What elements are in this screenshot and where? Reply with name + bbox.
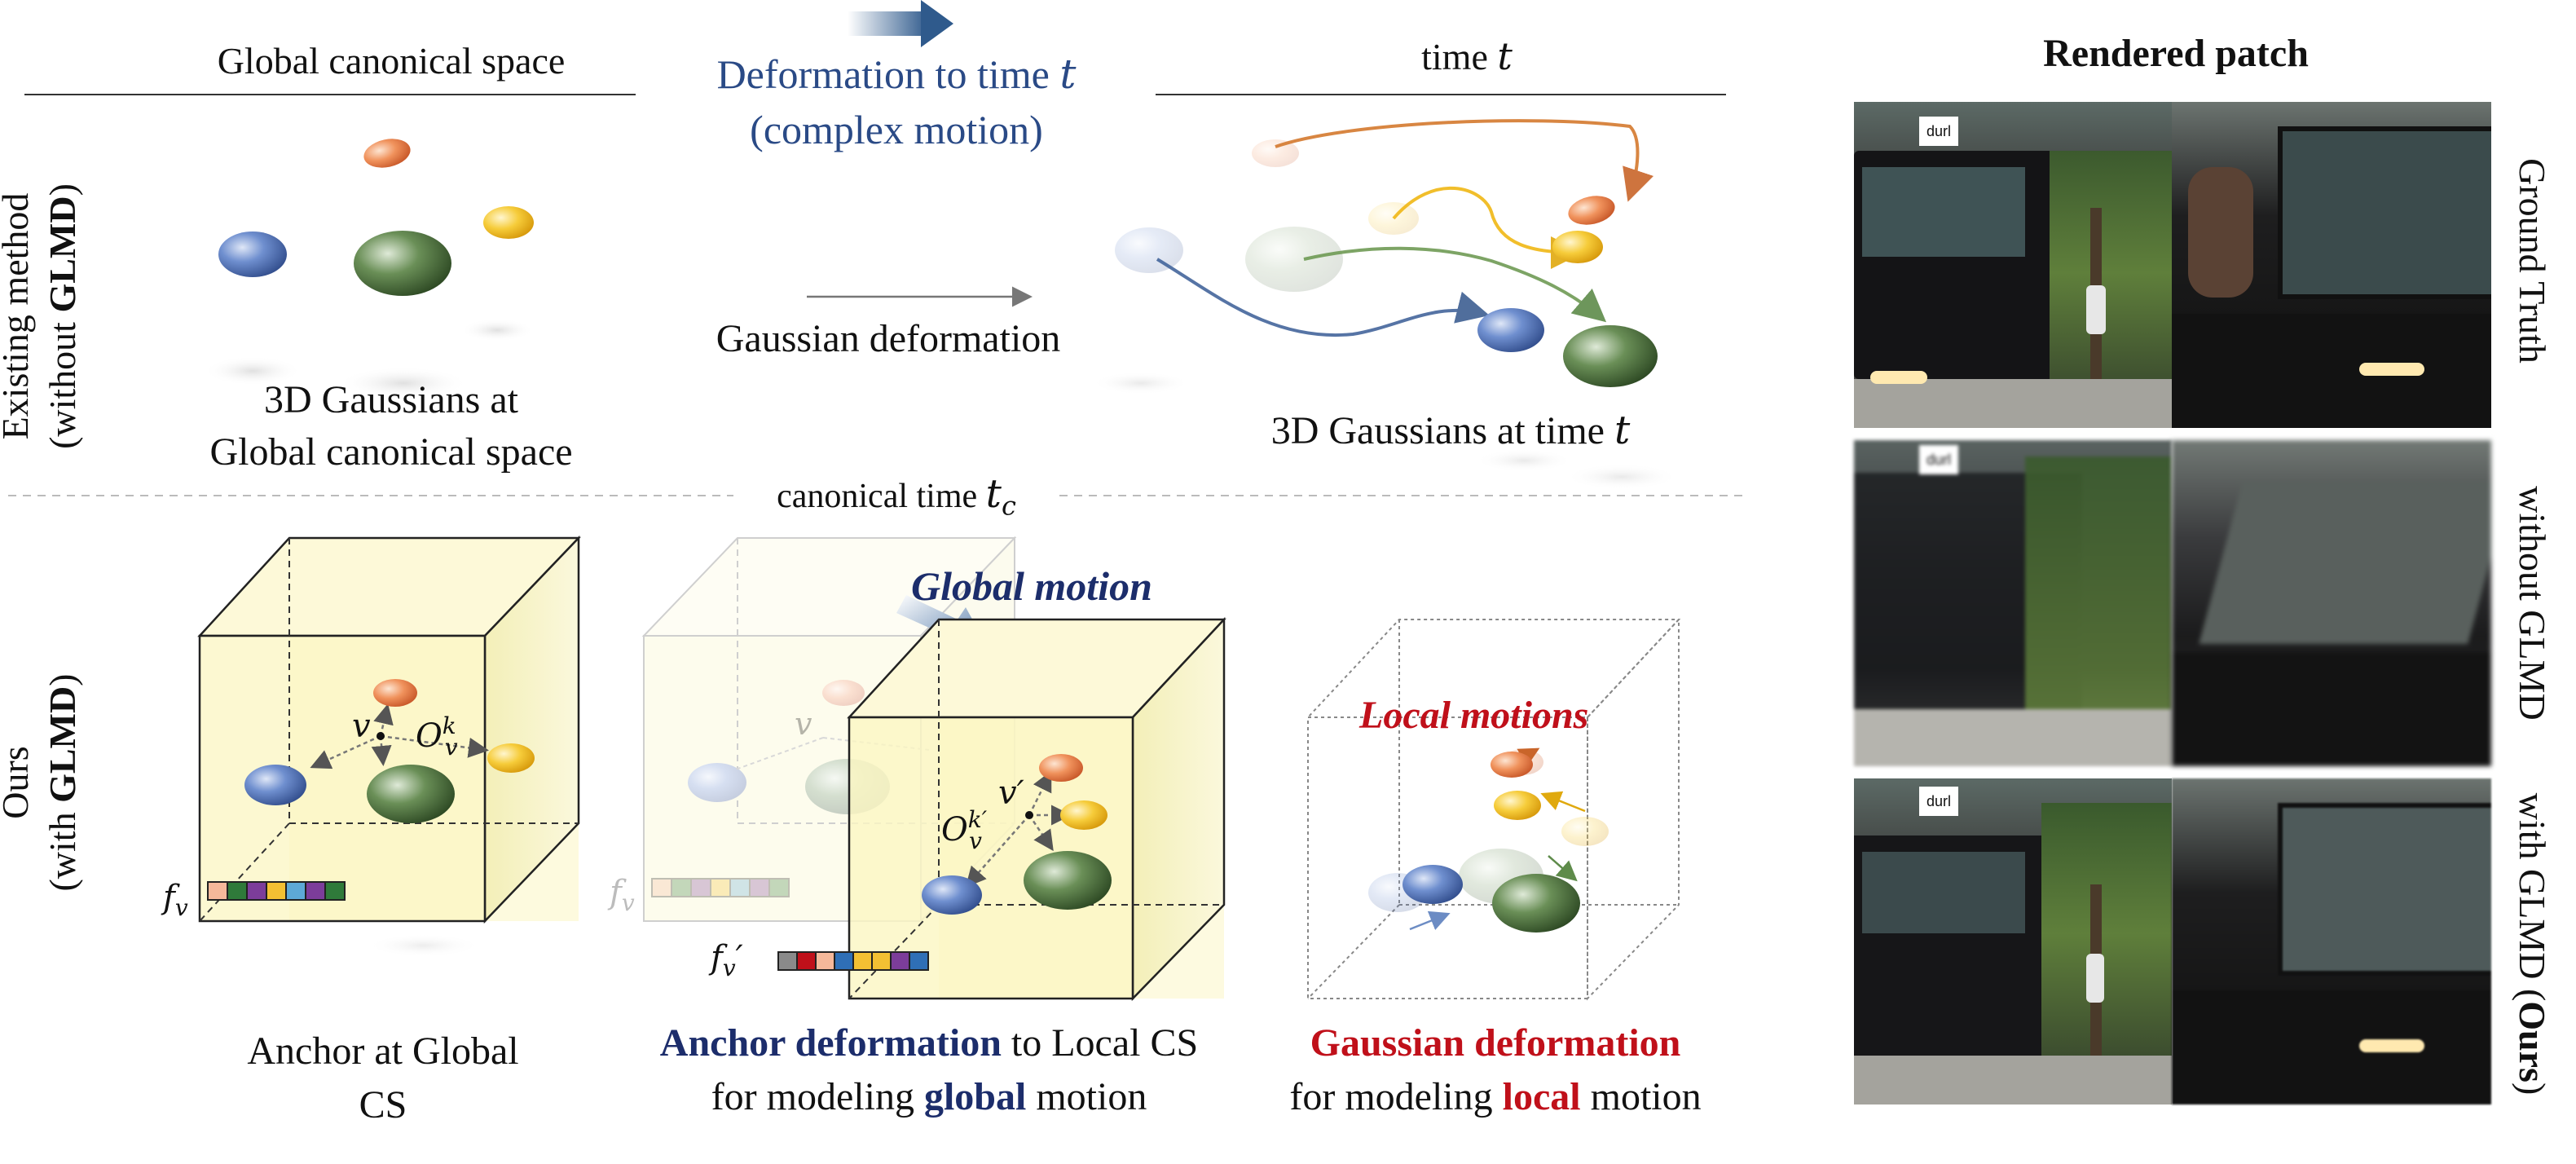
gt-patch-left: durl bbox=[1854, 102, 2172, 428]
feature-cell bbox=[768, 878, 790, 897]
global-motion-label: Global motion bbox=[911, 563, 1152, 609]
feature-cell bbox=[227, 881, 248, 901]
feature-vector-fv-faded bbox=[651, 878, 790, 897]
without-patch-right bbox=[2172, 440, 2491, 766]
fv-label-faded: fv bbox=[610, 874, 635, 916]
time-t-label: time t bbox=[1304, 34, 1630, 78]
fv-label: fv bbox=[163, 879, 188, 921]
ground-truth-label: Ground Truth bbox=[2512, 158, 2553, 364]
gaussians-canonical-line1: 3D Gaussians at bbox=[264, 378, 518, 421]
row-label-existing: Existing method (without GLMD) bbox=[0, 137, 90, 496]
local-motions-label: Local motions bbox=[1359, 694, 1589, 737]
gaussian-orange bbox=[363, 139, 411, 168]
feature-cell bbox=[207, 881, 228, 901]
feature-cell bbox=[777, 951, 798, 971]
feature-cell bbox=[710, 878, 731, 897]
feature-cell bbox=[246, 881, 267, 901]
with-glmd-label: with GLMD (Ours) bbox=[2512, 792, 2553, 1096]
feature-cell bbox=[651, 878, 672, 897]
feature-vector-fv bbox=[207, 881, 346, 901]
gaussian-deformation-caption-line1: Gaussian deformation bbox=[1310, 1021, 1681, 1065]
gaussians-canonical-line2: Global canonical space bbox=[209, 430, 573, 474]
feature-cell bbox=[671, 878, 692, 897]
with-patch-left: durl bbox=[1854, 778, 2172, 1104]
row-label-ours-line2: (with GLMD) bbox=[42, 673, 83, 892]
gaussians-time-label: 3D Gaussians at time t bbox=[1165, 408, 1736, 453]
diagram-canvas bbox=[8, 0, 1748, 1002]
time-t-prefix: time bbox=[1421, 36, 1488, 77]
gt-sign: durl bbox=[1919, 117, 1958, 146]
feature-cell bbox=[749, 878, 770, 897]
with-patch-right bbox=[2172, 778, 2491, 1104]
canonical-time-var: t bbox=[985, 471, 1002, 517]
row-label-ours-line1: Ours bbox=[0, 746, 36, 819]
canonical-time-sub: c bbox=[1001, 490, 1016, 522]
local-cs-cube bbox=[847, 616, 1226, 1002]
canonical-time-label: canonical time tc bbox=[733, 471, 1059, 521]
anchor-global-caption-line1: Anchor at Global bbox=[247, 1030, 519, 1073]
deformation-arrow-icon bbox=[848, 0, 953, 47]
feature-cell bbox=[285, 881, 306, 901]
anchor-deformation-caption-line1: Anchor deformation to Local CS bbox=[659, 1021, 1199, 1065]
feature-cell bbox=[815, 951, 835, 971]
gaussians-time-prefix: 3D Gaussians at time bbox=[1270, 409, 1605, 452]
global-cs-cube bbox=[197, 535, 581, 957]
row-label-existing-line1: Existing method bbox=[0, 192, 36, 440]
without-sign: durl bbox=[1919, 445, 1958, 474]
row-label-existing-line2: (without GLMD) bbox=[42, 183, 83, 449]
local-motion-cube bbox=[1306, 617, 1681, 1001]
feature-cell bbox=[266, 881, 287, 901]
gaussian-deformation-label: Gaussian deformation bbox=[716, 317, 1061, 360]
anchor-v-label-faded: v bbox=[795, 706, 812, 742]
feature-cell bbox=[324, 881, 346, 901]
feature-cell bbox=[834, 951, 854, 971]
without-glmd-label: without GLMD bbox=[2512, 486, 2553, 721]
feature-cell bbox=[909, 951, 929, 971]
time-t-gaussians bbox=[1092, 119, 1679, 490]
rendered-patch-title: Rendered patch bbox=[2043, 32, 2309, 75]
canonical-time-prefix: canonical time bbox=[777, 478, 978, 515]
feature-cell bbox=[305, 881, 326, 901]
deformation-label: Deformation to time t bbox=[676, 51, 1116, 98]
feature-cell bbox=[796, 951, 817, 971]
gaussian-yellow bbox=[483, 206, 534, 239]
deformation-label-t: t bbox=[1059, 51, 1077, 98]
without-patch-left: durl bbox=[1854, 440, 2172, 766]
offset-o-prime-label: Ok′v bbox=[941, 806, 988, 854]
canonical-gaussians bbox=[204, 139, 534, 399]
anchor-v-prime-label: v′ bbox=[998, 774, 1024, 812]
gaussian-deformation-caption-line2: for modeling local motion bbox=[1289, 1075, 1702, 1118]
feature-cell bbox=[852, 951, 873, 971]
global-canonical-space-label: Global canonical space bbox=[217, 40, 566, 82]
anchor-deformation-caption-line2: for modeling global motion bbox=[711, 1075, 1147, 1118]
offset-o-label: Okv bbox=[416, 712, 458, 761]
anchor-v-label: v bbox=[352, 708, 371, 745]
gaussian-green bbox=[354, 231, 451, 296]
complex-motion-label: (complex motion) bbox=[750, 107, 1043, 152]
feature-cell bbox=[871, 951, 892, 971]
feature-cell bbox=[729, 878, 751, 897]
with-sign: durl bbox=[1919, 787, 1958, 816]
gaussians-time-var: t bbox=[1614, 408, 1631, 453]
feature-cell bbox=[690, 878, 711, 897]
feature-vector-fv-prime bbox=[777, 951, 929, 971]
row-label-ours: Ours (with GLMD) bbox=[0, 652, 90, 913]
deformation-label-line1: Deformation to time bbox=[716, 51, 1050, 97]
fv-prime-label: fv′ bbox=[711, 939, 743, 981]
gt-patch-right bbox=[2172, 102, 2491, 428]
feature-cell bbox=[890, 951, 910, 971]
time-t-var: t bbox=[1497, 34, 1513, 78]
anchor-global-caption-line2: CS bbox=[359, 1083, 407, 1127]
gaussian-blue bbox=[218, 231, 287, 277]
